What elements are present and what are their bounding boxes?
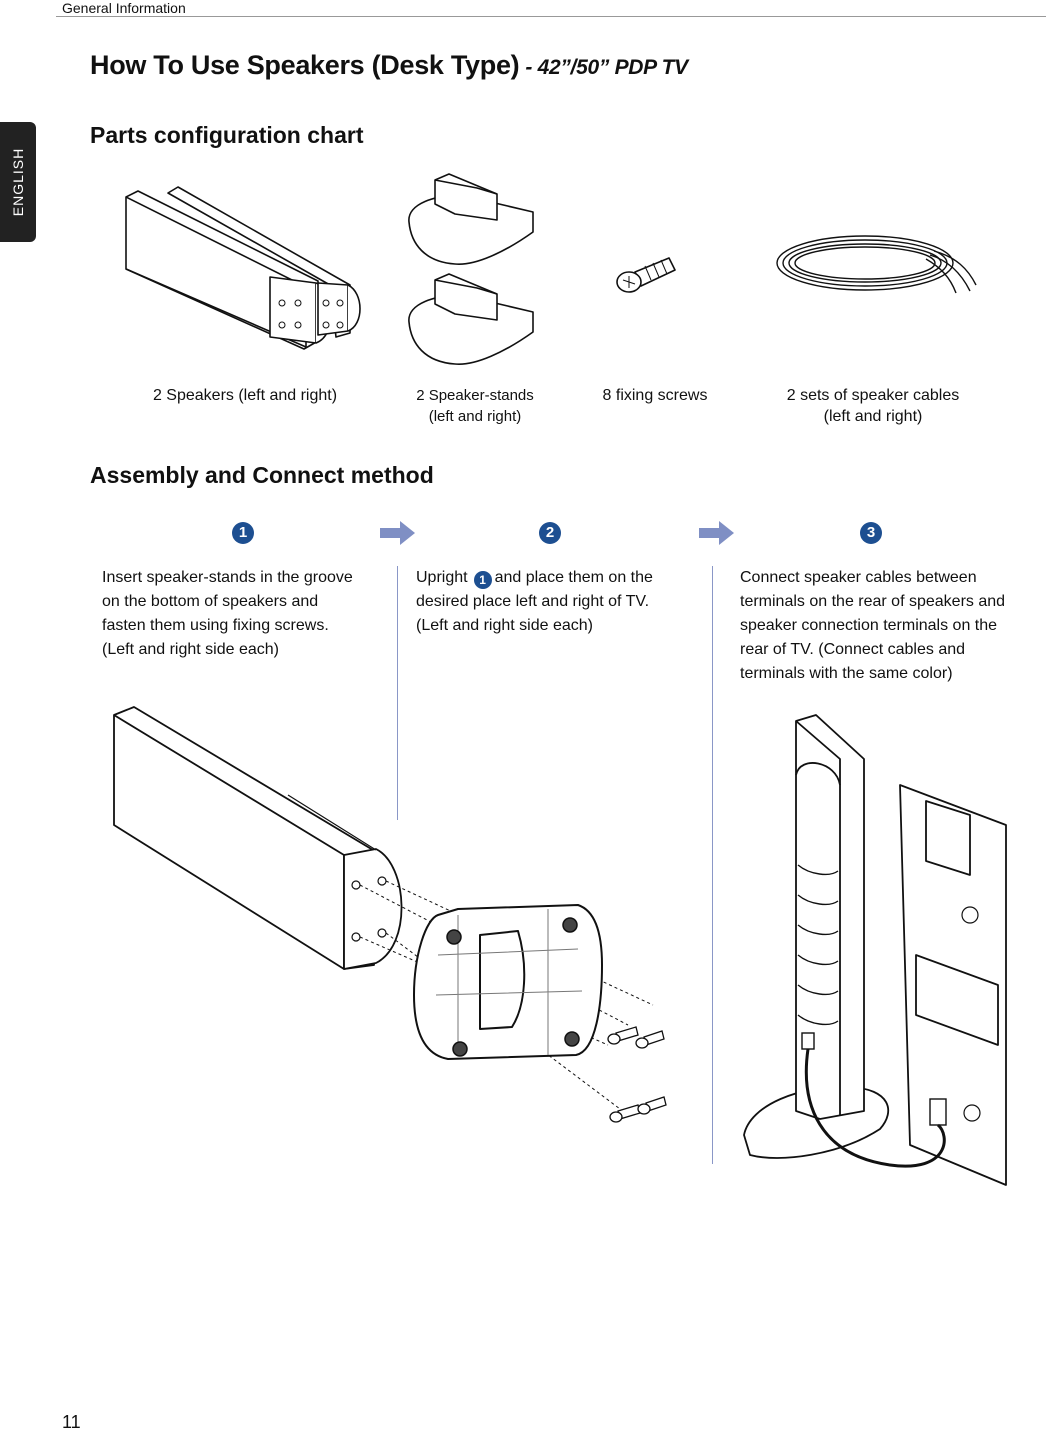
parts-item-stands-label: 2 Speaker-stands (left and right) [400,385,550,427]
assembly-heading: Assembly and Connect method [90,462,434,488]
parts-item-screws-label: 8 fixing screws [602,387,708,404]
step-2-line: (Left and right side each) [416,617,593,634]
step-2-line: desired place left and right of TV. [416,593,650,610]
section-header: General Information [62,0,186,16]
step-divider-2 [712,566,713,1164]
step-1-text: Insert speaker-stands in the groove on t… [102,566,392,662]
connection-illustration [743,714,1007,1186]
language-tab-label: ENGLISH [10,147,26,217]
parts-item-cables-label: 2 sets of speaker cables (left and right… [760,385,986,427]
step-3-line: terminals on the rear of speakers and [740,593,1006,610]
step-3-line: rear of TV. (Connect cables and [740,641,966,658]
parts-item-cables-line2: (left and right) [823,408,923,425]
step-2-line-rest: and place them on the [494,569,653,586]
step-1-line: (Left and right side each) [102,641,279,658]
speakers-illustration [125,186,361,350]
page-title: How To Use Speakers (Desk Type)- 42”/50”… [90,50,688,81]
page-title-subtitle: - 42”/50” PDP TV [525,56,688,79]
step-1-arrow-icon [380,521,415,545]
parts-item-stands-line2: (left and right) [428,408,522,425]
step-2-arrow-icon [699,521,734,545]
parts-heading: Parts configuration chart [90,122,364,148]
parts-item-speakers-label: 2 Speakers (left and right) [152,387,338,404]
step-1-line: fasten them using fixing screws. [102,617,329,634]
header-divider [56,16,1046,17]
parts-item-cables-line1: 2 sets of speaker cables [786,387,960,404]
step-3-line: Connect speaker cables between [740,569,977,586]
step-2-number: 2 [539,522,561,544]
page-title-main: How To Use Speakers (Desk Type) [90,50,520,80]
cable-illustration [776,235,977,294]
step-3-number: 3 [860,522,882,544]
step-2-lead: Upright [416,569,468,586]
step-3-line: speaker connection terminals on the [740,617,998,634]
step-1-number: 1 [232,522,254,544]
parts-item-stands-line1: 2 Speaker-stands [416,387,534,404]
speaker-stands-illustration [408,173,534,365]
language-tab: ENGLISH [0,122,36,242]
screw-illustration [616,257,676,293]
step-3-text: Connect speaker cables between terminals… [740,566,1040,686]
step-divider-1 [397,566,398,820]
step-1-line: Insert speaker-stands in the groove [102,569,353,586]
assembly-illustration [113,706,667,1123]
step-3-line: terminals with the same color) [740,665,953,682]
page-number: 11 [62,1412,81,1432]
step-1-line: on the bottom of speakers and [102,593,319,610]
step-2-inline-number: 1 [473,571,492,589]
